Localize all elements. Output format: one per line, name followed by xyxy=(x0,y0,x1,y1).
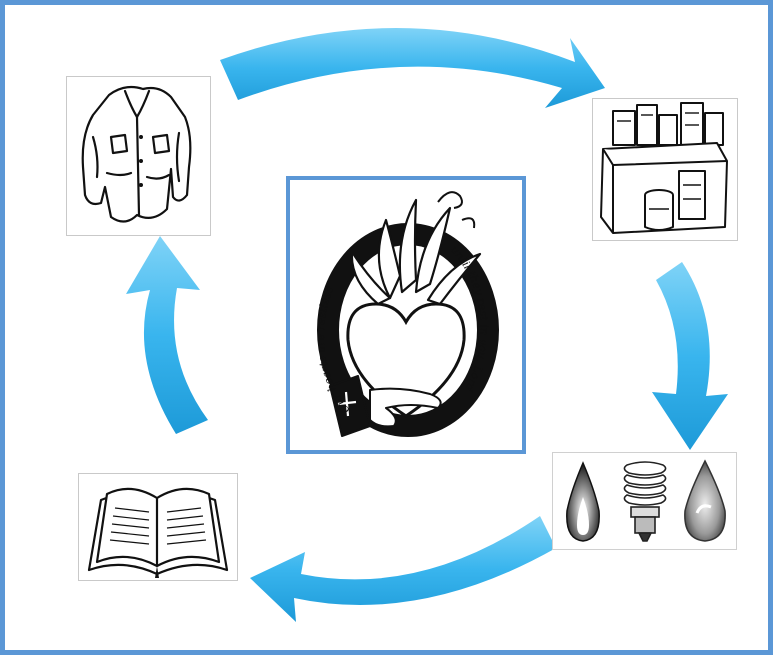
education-node xyxy=(78,473,238,581)
clothing-node xyxy=(66,76,211,236)
jacket-icon xyxy=(81,85,192,223)
utilities-node xyxy=(552,452,737,550)
arrow-right xyxy=(652,262,728,450)
arrow-left xyxy=(126,236,208,434)
food-node xyxy=(592,98,738,241)
sacred-heart-icon: Our hearts are restless until they rest … xyxy=(314,191,499,437)
arrow-bottom xyxy=(250,516,556,622)
center-emblem: Our hearts are restless until they rest … xyxy=(286,176,526,454)
light-bulb-icon xyxy=(623,461,667,542)
open-book-icon xyxy=(87,487,229,578)
groceries-box-icon xyxy=(600,102,728,234)
arrow-top xyxy=(220,27,605,108)
water-drop-icon xyxy=(684,459,726,542)
gas-electric-water-icon xyxy=(566,459,726,542)
